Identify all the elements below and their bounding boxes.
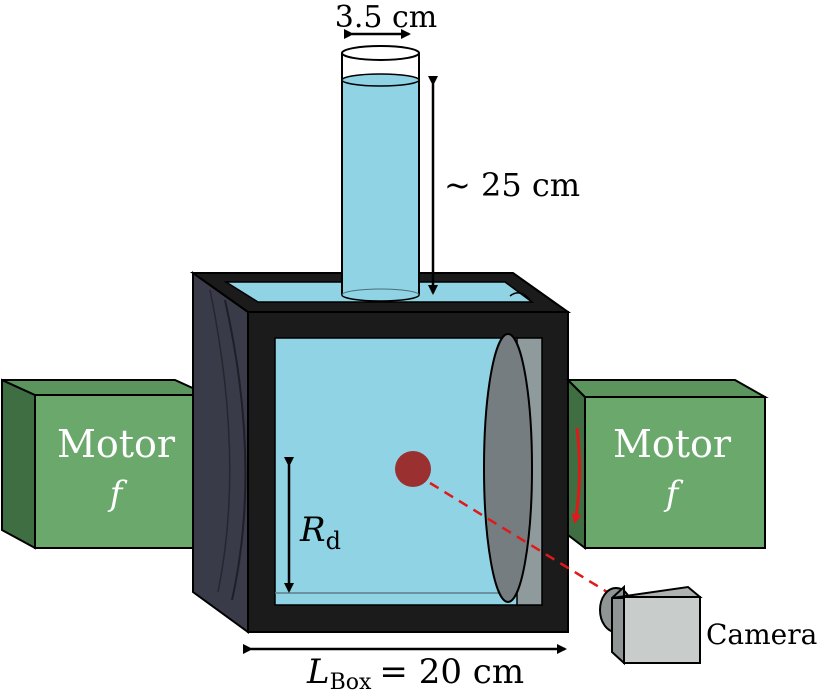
box-length-label: LBox = 20 cm <box>306 652 524 692</box>
radius-label: Rd <box>299 510 341 555</box>
motor-left-top <box>1 379 209 396</box>
motor-left: Motor f <box>0 378 223 550</box>
tube-top-rim <box>341 45 420 61</box>
tube-water <box>342 80 419 295</box>
camera-label: Camera <box>706 618 817 651</box>
radius-dimension: Rd <box>284 457 341 593</box>
particle <box>395 451 431 487</box>
tube-diameter-dimension: 3.5 cm <box>335 0 438 39</box>
radius-label-sub: d <box>326 527 341 555</box>
tube-bottom-rim-back <box>341 288 420 296</box>
motor-right-front <box>584 396 766 549</box>
right-disk <box>483 333 533 603</box>
motor-left-title: Motor <box>57 422 176 466</box>
motor-right-top <box>565 379 769 398</box>
tube-bottom-rim <box>341 294 420 302</box>
tube <box>341 45 420 302</box>
tube-diameter-label: 3.5 cm <box>335 0 438 35</box>
box-length-label-main: L <box>306 652 330 692</box>
motor-right-side <box>567 377 586 551</box>
camera: Camera <box>599 584 817 666</box>
camera-line-of-sight <box>429 481 613 597</box>
box-length-label-value: = 20 cm <box>379 652 524 692</box>
top-rim-detail <box>509 292 531 301</box>
motor-left-front <box>34 394 209 549</box>
motor-right-rotation-arrow <box>571 427 582 524</box>
motor-right-title: Motor <box>613 422 732 466</box>
box <box>189 271 572 634</box>
tube-water-surface <box>341 73 420 87</box>
motor-left-side <box>0 378 36 550</box>
left-disk-outline-inner <box>209 289 231 593</box>
camera-body <box>623 596 701 664</box>
tube-height-dimension: ~ 25 cm <box>428 76 580 295</box>
box-length-dimension: LBox = 20 cm <box>243 644 567 692</box>
left-disk-outline <box>224 299 247 601</box>
motor-right: Motor f <box>565 377 769 551</box>
radius-label-main: R <box>299 510 326 550</box>
box-length-label-sub: Box <box>330 670 372 692</box>
tube-height-label: ~ 25 cm <box>444 166 580 204</box>
